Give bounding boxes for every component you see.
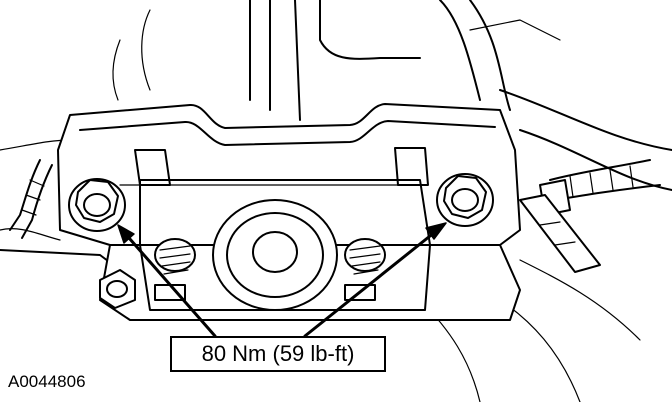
mount-body bbox=[99, 179, 521, 321]
arrow-icon bbox=[303, 222, 447, 338]
bolt-icon bbox=[436, 173, 494, 227]
wiring-harness-right bbox=[519, 159, 661, 273]
mount-bracket bbox=[57, 103, 521, 246]
nut-lower-left bbox=[99, 269, 136, 309]
stud-left bbox=[154, 238, 196, 301]
torque-callout: 80 Nm (59 lb-ft) bbox=[170, 336, 386, 372]
figure-id-label: A0044806 bbox=[8, 372, 86, 391]
wiring-harness-left bbox=[9, 159, 53, 239]
arrow-icon bbox=[117, 224, 217, 338]
bolt-icon bbox=[68, 178, 126, 232]
torque-label: 80 Nm (59 lb-ft) bbox=[201, 341, 355, 366]
